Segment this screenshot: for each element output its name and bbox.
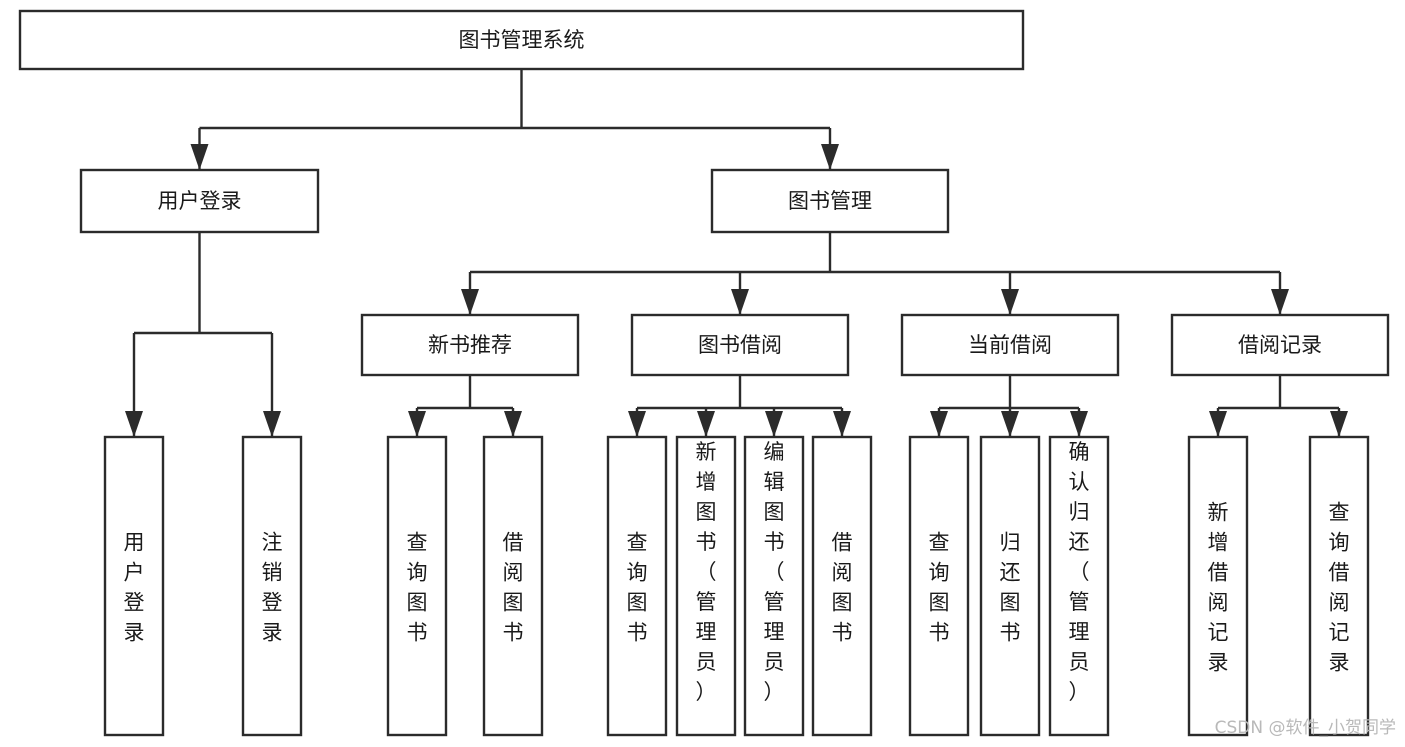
- connector-lines: [125, 69, 1348, 437]
- node-rect-leaf-borrow_record-0[interactable]: [1187, 435, 1249, 737]
- node-label-leaf-book_borrow-0: 查询图书: [627, 530, 648, 644]
- node-label-leaf-book_borrow-2: 编辑图书（管理员）: [764, 440, 785, 704]
- arrow-l3-3-0: [1209, 411, 1227, 437]
- node-rect-图书管理系统[interactable]: [18, 9, 1025, 71]
- node-rect-leaf-current_borrow-2[interactable]: [1048, 435, 1110, 737]
- node-rect-leaf-book_borrow-3[interactable]: [811, 435, 873, 737]
- node-rect-leaf-book_borrow-1[interactable]: [675, 435, 737, 737]
- node-rect-leaf-user_login-0[interactable]: [103, 435, 165, 737]
- node-label-leaf-new_book_recommend-0: 查询图书: [407, 530, 428, 644]
- arrow-root-0: [190, 144, 209, 170]
- node-leaf-user_login-0[interactable]: 用户登录: [103, 435, 165, 737]
- node-leaf-book_borrow-1[interactable]: 新增图书（管理员）: [675, 435, 737, 737]
- node-label-l2-用户登录: 用户登录: [158, 189, 242, 213]
- node-label-leaf-book_borrow-1: 新增图书（管理员）: [696, 440, 717, 704]
- node-rect-l3-借阅记录[interactable]: [1170, 313, 1390, 377]
- arrow-l3-2-2: [1070, 411, 1088, 437]
- node-l3-新书推荐[interactable]: 新书推荐: [360, 313, 580, 377]
- node-rect-l3-当前借阅[interactable]: [900, 313, 1120, 377]
- node-leaf-current_borrow-1[interactable]: 归还图书: [979, 435, 1041, 737]
- arrow-book-mgmt-1: [731, 289, 749, 315]
- node-leaf-book_borrow-2[interactable]: 编辑图书（管理员）: [743, 435, 805, 737]
- arrow-l3-0-0: [408, 411, 426, 437]
- arrow-user-login-1: [263, 411, 281, 437]
- node-l3-图书借阅[interactable]: 图书借阅: [630, 313, 850, 377]
- node-label-leaf-user_login-1: 注销登录: [262, 530, 283, 644]
- node-rect-leaf-book_borrow-2[interactable]: [743, 435, 805, 737]
- node-label-leaf-current_borrow-2: 确认归还（管理员）: [1069, 440, 1090, 704]
- node-leaf-book_borrow-0[interactable]: 查询图书: [606, 435, 668, 737]
- node-label-leaf-new_book_recommend-1: 借阅图书: [503, 530, 524, 644]
- node-leaf-borrow_record-1[interactable]: 查询借阅记录: [1308, 435, 1370, 737]
- node-label-leaf-borrow_record-0: 新增借阅记录: [1208, 500, 1229, 674]
- arrow-l3-2-1: [1001, 411, 1019, 437]
- node-图书管理系统[interactable]: 图书管理系统: [18, 9, 1025, 71]
- node-label-l3-图书借阅: 图书借阅: [698, 333, 782, 357]
- node-rect-leaf-new_book_recommend-1[interactable]: [482, 435, 544, 737]
- arrow-user-login-0: [125, 411, 143, 437]
- node-label-leaf-current_borrow-0: 查询图书: [929, 530, 950, 644]
- node-leaf-current_borrow-0[interactable]: 查询图书: [908, 435, 970, 737]
- node-rect-leaf-current_borrow-0[interactable]: [908, 435, 970, 737]
- node-label-l3-新书推荐: 新书推荐: [428, 333, 512, 357]
- node-rect-leaf-current_borrow-1[interactable]: [979, 435, 1041, 737]
- node-label-leaf-user_login-0: 用户登录: [124, 530, 145, 644]
- arrow-book-mgmt-2: [1001, 289, 1019, 315]
- node-label-leaf-current_borrow-1: 归还图书: [1000, 530, 1021, 644]
- node-label-l3-借阅记录: 借阅记录: [1238, 333, 1322, 357]
- arrow-book-mgmt-0: [461, 289, 479, 315]
- node-leaf-current_borrow-2[interactable]: 确认归还（管理员）: [1048, 435, 1110, 737]
- node-rect-leaf-new_book_recommend-0[interactable]: [386, 435, 448, 737]
- node-leaf-user_login-1[interactable]: 注销登录: [241, 435, 303, 737]
- node-rect-leaf-borrow_record-1[interactable]: [1308, 435, 1370, 737]
- node-boxes: 图书管理系统用户登录图书管理新书推荐图书借阅当前借阅借阅记录用户登录注销登录查询…: [18, 9, 1390, 737]
- arrow-l3-2-0: [930, 411, 948, 437]
- node-rect-l2-图书管理[interactable]: [710, 168, 950, 234]
- arrow-root-1: [821, 144, 839, 170]
- node-rect-leaf-user_login-1[interactable]: [241, 435, 303, 737]
- node-leaf-borrow_record-0[interactable]: 新增借阅记录: [1187, 435, 1249, 737]
- node-label-图书管理系统: 图书管理系统: [459, 28, 585, 52]
- node-leaf-book_borrow-3[interactable]: 借阅图书: [811, 435, 873, 737]
- csdn-watermark: CSDN @软件_小贺同学: [1215, 718, 1396, 738]
- node-label-leaf-borrow_record-1: 查询借阅记录: [1329, 500, 1350, 674]
- arrow-l3-1-2: [765, 411, 783, 437]
- node-l2-用户登录[interactable]: 用户登录: [79, 168, 320, 234]
- node-rect-leaf-book_borrow-0[interactable]: [606, 435, 668, 737]
- arrow-l3-1-0: [628, 411, 646, 437]
- node-leaf-new_book_recommend-1[interactable]: 借阅图书: [482, 435, 544, 737]
- node-rect-l3-图书借阅[interactable]: [630, 313, 850, 377]
- arrow-l3-0-1: [504, 411, 522, 437]
- arrow-l3-1-3: [833, 411, 851, 437]
- arrow-book-mgmt-3: [1271, 289, 1289, 315]
- node-rect-l3-新书推荐[interactable]: [360, 313, 580, 377]
- node-l2-图书管理[interactable]: 图书管理: [710, 168, 950, 234]
- node-l3-借阅记录[interactable]: 借阅记录: [1170, 313, 1390, 377]
- node-leaf-new_book_recommend-0[interactable]: 查询图书: [386, 435, 448, 737]
- arrow-l3-1-1: [697, 411, 715, 437]
- node-l3-当前借阅[interactable]: 当前借阅: [900, 313, 1120, 377]
- node-label-l3-当前借阅: 当前借阅: [968, 333, 1052, 357]
- arrow-l3-3-1: [1330, 411, 1348, 437]
- node-rect-l2-用户登录[interactable]: [79, 168, 320, 234]
- node-label-leaf-book_borrow-3: 借阅图书: [832, 530, 853, 644]
- node-label-l2-图书管理: 图书管理: [788, 189, 872, 213]
